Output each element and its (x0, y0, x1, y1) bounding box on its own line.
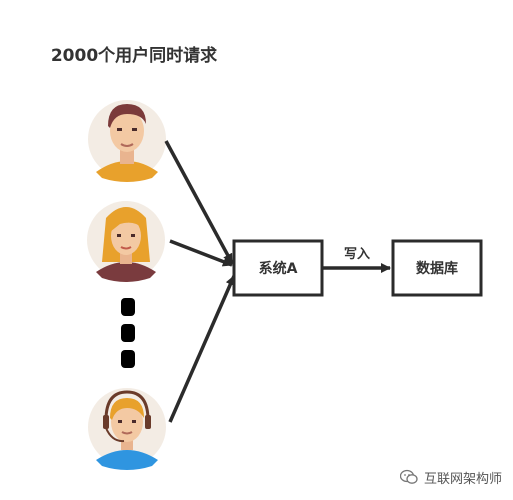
wechat-icon (400, 469, 418, 484)
user-avatar-man (88, 100, 166, 182)
system-a-node: 系统A (232, 239, 324, 297)
database-label: 数据库 (416, 260, 458, 277)
user-avatar-headset (88, 388, 166, 470)
database-node: 数据库 (391, 239, 483, 297)
watermark: 互联网架构师 (400, 466, 502, 488)
system-a-label: 系统A (259, 260, 298, 277)
user-avatar-woman (87, 201, 165, 282)
watermark-text: 互联网架构师 (424, 471, 503, 487)
more-users-ellipsis (121, 298, 135, 368)
write-edge-label: 写入 (344, 247, 370, 262)
diagram-title: 2000个用户同时请求 (50, 46, 218, 66)
arrow-user3-to-system (168, 275, 236, 423)
arrow-user2-to-system (169, 239, 233, 267)
arrow-user1-to-system (164, 140, 234, 264)
